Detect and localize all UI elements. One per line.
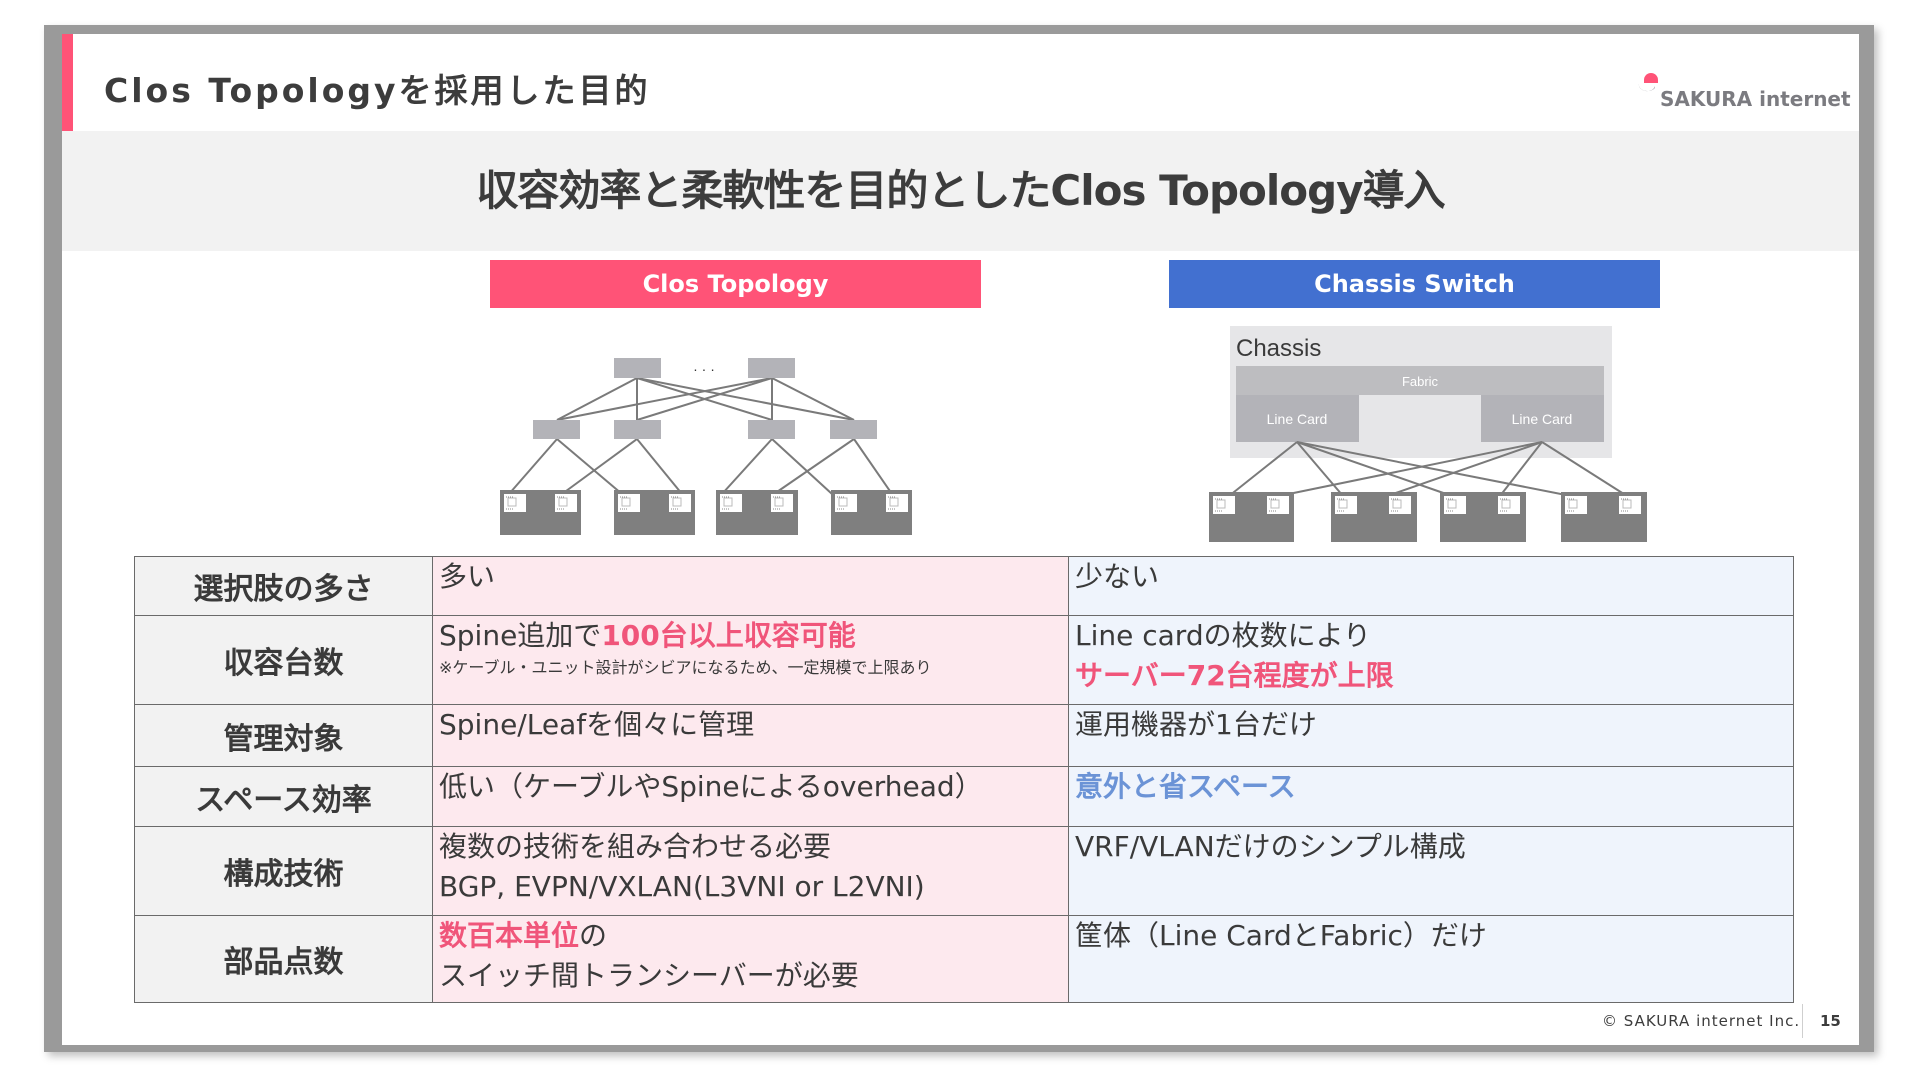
clos-cell: 複数の技術を組み合わせる必要 BGP, EVPN/VXLAN(L3VNI or … [432,826,1069,916]
footer-copyright: © SAKURA internet Inc. [1602,1012,1801,1030]
page-number: 15 [1820,1012,1841,1030]
slide: Clos Topologyを採用した目的 SAKURA internet 収容効… [62,34,1859,1045]
clos-cell: 低い（ケーブルやSpineによるoverhead） [432,766,1069,827]
slide-title: Clos Topologyを採用した目的 [104,71,651,110]
clos-servers [500,490,912,535]
chassis-switch-header: Chassis Switch [1169,260,1660,308]
leaf-switch [614,420,661,439]
footnote: ※ケーブル・ユニット設計がシビアになるため、一定規模で上限あり [439,658,932,677]
row-header: 部品点数 [134,915,433,1003]
title-accent-bar [62,34,73,131]
table-row: 収容台数 Spine追加で100台以上収容可能 ※ケーブル・ユニット設計がシビア… [134,615,1794,705]
leaf-switch [533,420,580,439]
table-row: 構成技術 複数の技術を組み合わせる必要 BGP, EVPN/VXLAN(L3VN… [134,826,1794,916]
fabric [1236,366,1604,395]
clos-diagram [508,377,893,495]
chassis-label: Chassis [1236,335,1321,362]
fabric-label: Fabric [1402,374,1439,389]
line-card [1236,395,1359,442]
headline-band: 収容効率と柔軟性を目的としたClos Topology導入 [62,131,1859,251]
line-card-label: Line Card [1267,411,1328,427]
row-header: 構成技術 [134,826,433,916]
row-header: 管理対象 [134,704,433,767]
clos-cell: 数百本単位の スイッチ間トランシーバーが必要 [432,915,1069,1003]
topology-diagrams: · · · Chassis Fabric Line Card Line Card [500,326,1647,542]
highlight-text: 意外と省スペース [1075,770,1296,803]
comparison-table: 選択肢の多さ 多い 少ない 収容台数 Spine追加で100台以上収容可能 ※ケ… [134,556,1794,1003]
highlight-text: サーバー72台程度が上限 [1075,659,1394,692]
chassis-servers [1209,492,1647,542]
footer-divider [1802,1004,1803,1038]
chassis-cell: 筐体（Line CardとFabric）だけ [1068,915,1794,1003]
spine-ellipsis: · · · [693,361,715,377]
clos-cell: 多い [432,556,1069,616]
leaf-switch [830,420,877,439]
row-header: 収容台数 [134,615,433,705]
sakura-logo: SAKURA internet [1638,70,1851,111]
headline: 収容効率と柔軟性を目的としたClos Topology導入 [476,166,1445,215]
spine-switch [748,358,795,378]
table-row: 部品点数 数百本単位の スイッチ間トランシーバーが必要 筐体（Line Card… [134,915,1794,1003]
chassis-cell: 運用機器が1台だけ [1068,704,1794,767]
spine-switch [614,358,661,378]
clos-cell: Spine追加で100台以上収容可能 ※ケーブル・ユニット設計がシビアになるため… [432,615,1069,705]
chassis-links [1228,441,1628,497]
row-header: スペース効率 [134,766,433,827]
chassis-cell: Line cardの枚数により サーバー72台程度が上限 [1068,615,1794,705]
sakura-logo-icon [1638,73,1658,92]
row-header: 選択肢の多さ [134,556,433,616]
line-card-label: Line Card [1512,411,1573,427]
table-row: 管理対象 Spine/Leafを個々に管理 運用機器が1台だけ [134,704,1794,767]
line-card [1481,395,1604,442]
leaf-switch [748,420,795,439]
clos-topology-header: Clos Topology [490,260,981,308]
spine-leaf-links [556,377,855,421]
highlight-text: 数百本単位 [439,919,580,952]
leaf-server-links [508,438,893,495]
table-row: 選択肢の多さ 多い 少ない [134,556,1794,616]
chassis-cell: VRF/VLANだけのシンプル構成 [1068,826,1794,916]
chassis-cell: 意外と省スペース [1068,766,1794,827]
logo-text: SAKURA internet [1660,87,1851,111]
chassis-cell: 少ない [1068,556,1794,616]
clos-cell: Spine/Leafを個々に管理 [432,704,1069,767]
highlight-text: 100台以上収容可能 [601,619,856,652]
table-row: スペース効率 低い（ケーブルやSpineによるoverhead） 意外と省スペー… [134,766,1794,827]
